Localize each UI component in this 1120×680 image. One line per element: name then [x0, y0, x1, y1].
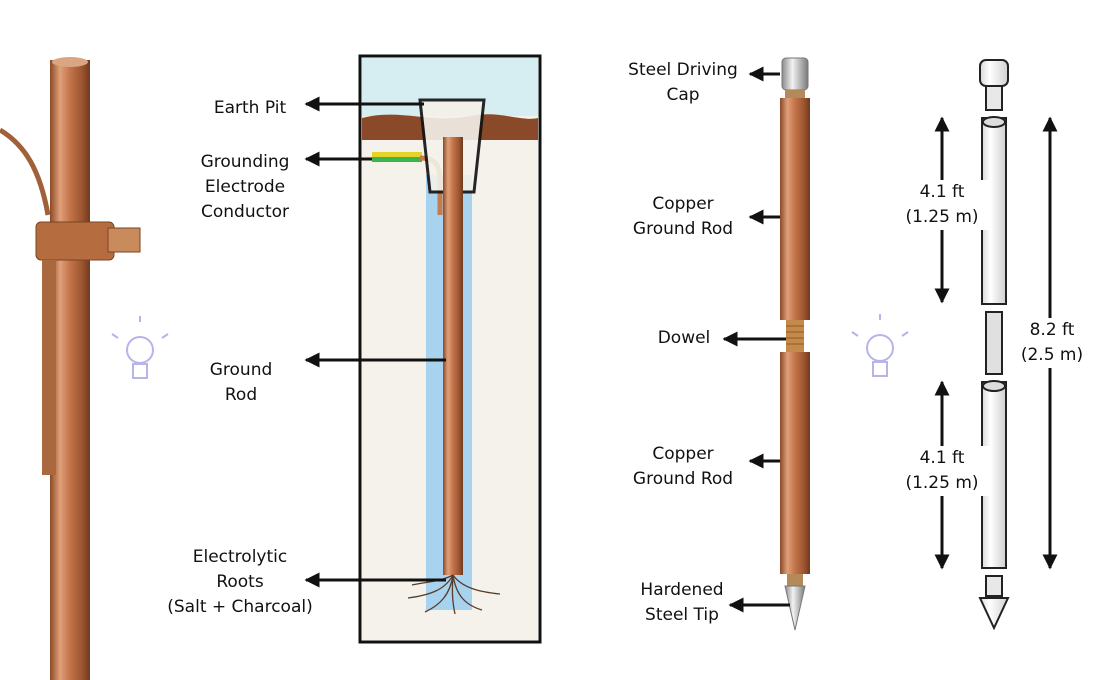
- leader-arrows: [304, 66, 790, 613]
- exploded-rod-drawing: [978, 59, 1010, 631]
- earth-pit-cross-section: [358, 54, 542, 644]
- copper-rod-photo: [0, 57, 141, 680]
- lower-section-length: 4.1 ft(1.25 m): [894, 446, 990, 496]
- ground-rod-assembly: [780, 57, 810, 631]
- lightbulb-icon: [851, 314, 909, 377]
- upper-section-length: 4.1 ft(1.25 m): [894, 180, 990, 230]
- dowel-label: Dowel: [657, 328, 711, 348]
- earth-pit-label: Earth Pit: [213, 98, 287, 118]
- lightbulb-icon: [111, 316, 169, 379]
- total-length: 8.2 ft(2.5 m): [1012, 318, 1092, 368]
